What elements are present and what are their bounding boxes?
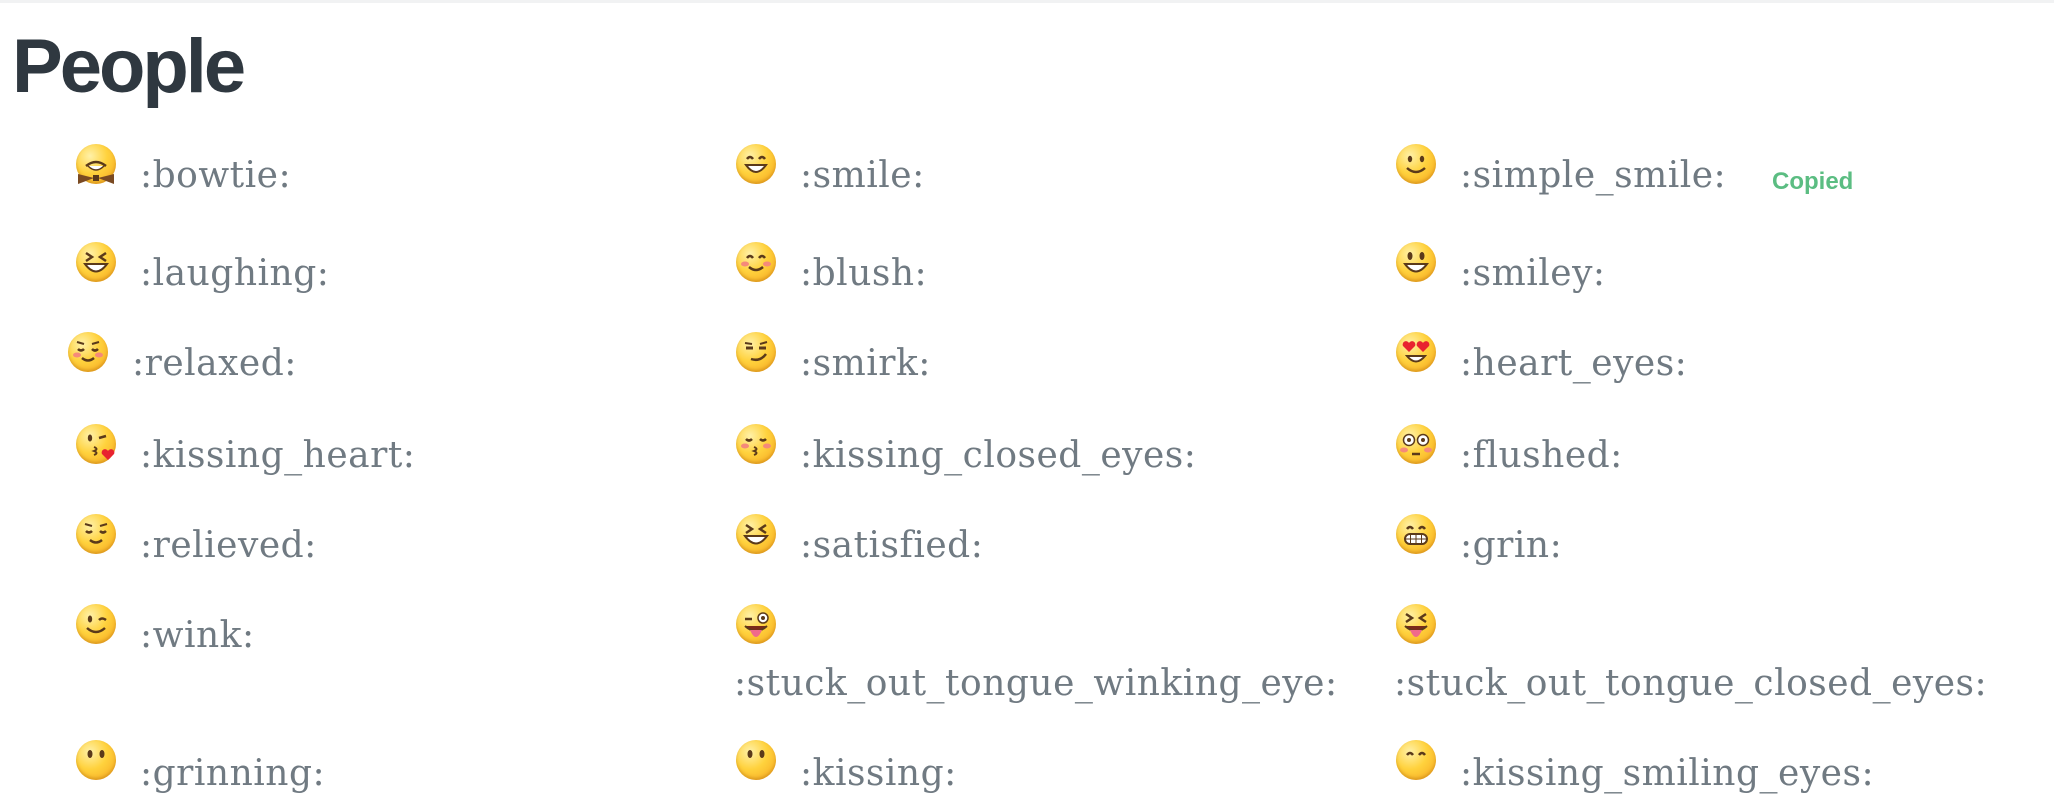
emoji-code: :blush:: [800, 253, 928, 294]
emoji-code: :heart_eyes:: [1460, 343, 1688, 384]
copied-badge: Copied: [1772, 168, 1854, 195]
laughing-icon: [76, 242, 116, 282]
emoji-code: :smirk:: [800, 343, 931, 384]
emoji-code: :grin:: [1460, 525, 1563, 566]
smirk-icon: [736, 332, 776, 372]
kissing-smiling-eyes-icon: [1396, 740, 1436, 780]
smiley-icon: [1396, 242, 1436, 282]
emoji-code: :wink:: [140, 615, 255, 656]
bowtie-icon: [76, 144, 116, 184]
emoji-code: :stuck_out_tongue_closed_eyes:: [1394, 663, 1988, 704]
emoji-code: :kissing_heart:: [140, 435, 416, 476]
grinning-icon: [76, 740, 116, 780]
emoji-code: :kissing_smiling_eyes:: [1460, 753, 1875, 794]
emoji-code: :simple_smile:: [1460, 155, 1727, 196]
emoji-code: :satisfied:: [800, 525, 984, 566]
relieved-icon: [76, 514, 116, 554]
emoji-code: :grinning:: [140, 753, 326, 794]
emoji-code: :bowtie:: [140, 155, 292, 196]
top-divider: [0, 0, 2054, 3]
section-title: People: [12, 24, 246, 109]
relaxed-icon: [68, 332, 108, 372]
stuck-out-tongue-winking-eye-icon: [736, 604, 776, 644]
emoji-code: :smiley:: [1460, 253, 1606, 294]
blush-icon: [736, 242, 776, 282]
emoji-code: :flushed:: [1460, 435, 1623, 476]
emoji-grid: :bowtie: :smile: :simple_smile: Copied :…: [68, 144, 1988, 794]
emoji-code: :relaxed:: [132, 343, 297, 384]
simple-smile-icon: [1396, 144, 1436, 184]
smile-icon: [736, 144, 776, 184]
emoji-code: :relieved:: [140, 525, 317, 566]
emoji-code: :laughing:: [140, 253, 330, 294]
emoji-code: :kissing:: [800, 753, 957, 794]
flushed-icon: [1396, 424, 1436, 464]
kissing-icon: [736, 740, 776, 780]
grin-icon: [1396, 514, 1436, 554]
satisfied-icon: [736, 514, 776, 554]
emoji-code: :stuck_out_tongue_winking_eye:: [734, 663, 1338, 704]
emoji-code: :smile:: [800, 155, 925, 196]
kissing-heart-icon: [76, 424, 116, 464]
heart-eyes-icon: [1396, 332, 1436, 372]
wink-icon: [76, 604, 116, 644]
stuck-out-tongue-closed-eyes-icon: [1396, 604, 1436, 644]
kissing-closed-eyes-icon: [736, 424, 776, 464]
emoji-code: :kissing_closed_eyes:: [800, 435, 1197, 476]
